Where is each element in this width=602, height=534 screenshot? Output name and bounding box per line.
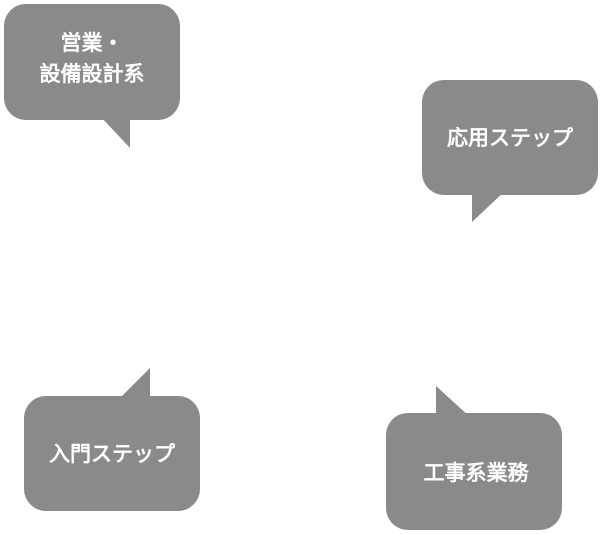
bubble-tail <box>100 116 130 148</box>
bubble-label: 応用ステップ <box>447 126 574 150</box>
bubble-body <box>386 413 562 530</box>
bubble-tail <box>118 368 150 400</box>
bubble-label-line-1: 営業・ <box>61 31 124 55</box>
bubble-label-line-2: 設備設計系 <box>40 62 145 86</box>
bubble-sales-design: 営業・ 設備設計系 <box>4 4 180 148</box>
bubble-label: 入門ステップ <box>49 442 176 466</box>
bubble-body <box>422 80 598 195</box>
bubble-construction: 工事系業務 <box>386 386 562 530</box>
bubble-body <box>24 396 200 511</box>
bubble-tail <box>472 191 505 222</box>
bubble-intro-step: 入門ステップ <box>24 368 200 511</box>
bubble-label: 工事系業務 <box>424 461 530 485</box>
bubble-body <box>4 4 180 120</box>
bubble-applied-step: 応用ステップ <box>422 80 598 222</box>
bubble-tail <box>436 386 470 417</box>
